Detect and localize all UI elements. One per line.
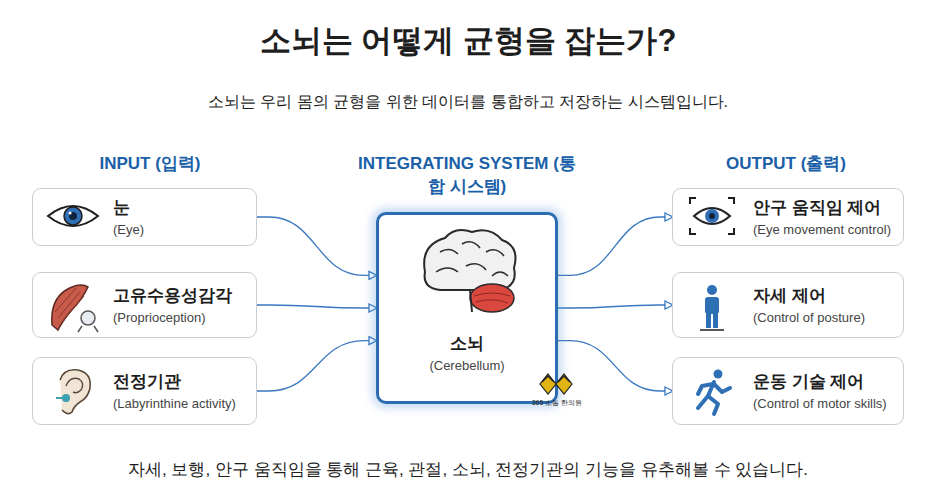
caption: 자세, 보행, 안구 움직임을 통해 근육, 관절, 소뇌, 전정기관의 기능을… (0, 458, 936, 481)
io-box: 자세 제어 (Control of posture) (672, 272, 904, 338)
integrating-box: 소뇌 (Cerebellum) (376, 212, 558, 404)
node-heading: 안구 움직임 제어 (753, 197, 903, 218)
node-heading: 눈 (113, 197, 256, 218)
node-heading: 소뇌 (450, 333, 484, 354)
flow-arrow (257, 217, 376, 275)
io-box: 안구 움직임 제어 (Eye movement control) (672, 188, 904, 246)
node-subtitle: (Proprioception) (113, 309, 256, 326)
io-box: 고유수용성감각 (Proprioception) (32, 272, 257, 338)
node-subtitle: (Cerebellum) (429, 357, 504, 374)
io-box: 운동 기술 제어 (Control of motor skills) (672, 357, 904, 425)
flow-arrow (558, 217, 672, 275)
title: 소뇌는 어떻게 균형을 잡는가? (0, 20, 936, 62)
node-heading: 운동 기술 제어 (753, 371, 903, 392)
flow-arrow (558, 341, 672, 391)
flow-arrow (558, 305, 672, 308)
flow-arrow (257, 305, 376, 308)
node-subtitle: (Eye) (113, 221, 256, 238)
subtitle: 소뇌는 우리 몸의 균형을 위한 데이터를 통합하고 저장하는 시스템입니다. (0, 92, 936, 113)
node-subtitle: (Eye movement control) (753, 221, 903, 238)
watermark: 365 소통 한의원 (530, 398, 584, 408)
column-header: OUTPUT (출력) (676, 152, 896, 175)
node-subtitle: (Control of motor skills) (753, 395, 903, 412)
node-heading: 고유수용성감각 (113, 285, 256, 306)
column-header: INTEGRATING SYSTEM (통합 시스템) (357, 152, 577, 198)
node-subtitle: (Labyrinthine activity) (113, 395, 256, 412)
node-heading: 전정기관 (113, 371, 256, 392)
io-box: 눈 (Eye) (32, 188, 257, 246)
node-heading: 자세 제어 (753, 285, 903, 306)
io-box: 전정기관 (Labyrinthine activity) (32, 357, 257, 425)
column-header: INPUT (입력) (40, 152, 260, 175)
flow-arrow (257, 341, 376, 391)
node-subtitle: (Control of posture) (753, 309, 903, 326)
